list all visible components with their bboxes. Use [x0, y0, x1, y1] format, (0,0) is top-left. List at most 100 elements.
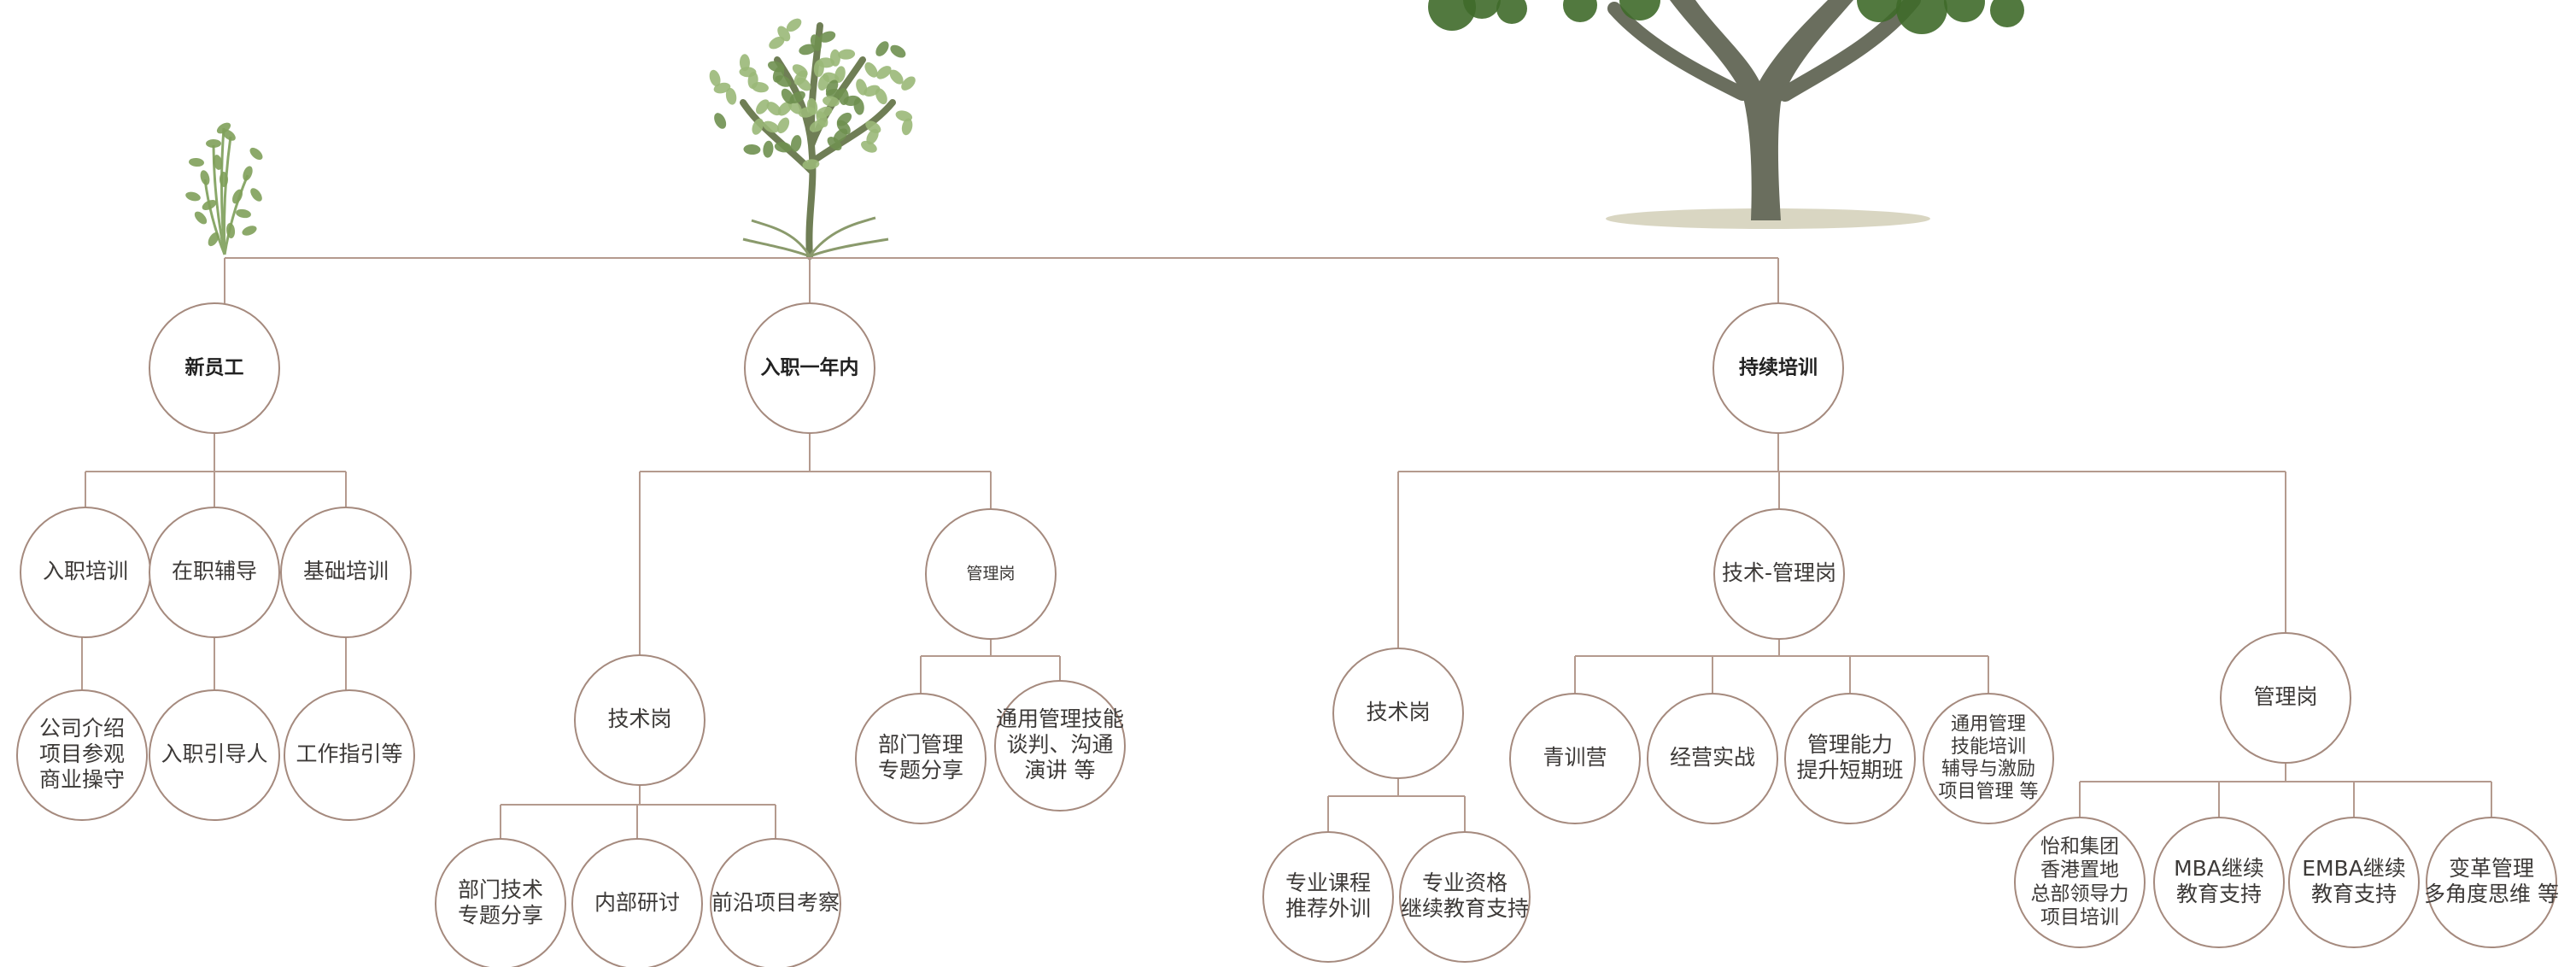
node-onboarding-mentor-label: 入职引导人 [161, 741, 267, 766]
node-dept-mgmt-share-label: 专题分享 [878, 758, 963, 782]
young-tree-icon [709, 18, 916, 260]
node-youth-camp: 青训营 [1509, 693, 1641, 824]
node-youth-camp-label: 青训营 [1543, 745, 1607, 770]
node-pro-course-label: 推荐外训 [1285, 896, 1371, 921]
node-general-mgmt-circle [1923, 693, 2054, 824]
node-general-mgmt-label: 技能培训 [1951, 736, 2026, 758]
node-frontier-project: 前沿项目考察 [710, 838, 841, 967]
node-dept-mgmt-share-label: 部门管理 [878, 732, 963, 757]
node-emba-support-label: 教育支持 [2311, 882, 2397, 906]
node-dept-tech-share-label: 部门技术 [458, 877, 543, 902]
node-group-leadership-circle [2014, 817, 2146, 948]
node-year1-mgmt-label: 管理岗 [966, 565, 1015, 583]
node-company-intro-label: 公司介绍 [39, 716, 125, 741]
node-emba-support-label: EMBA继续 [2302, 856, 2406, 881]
node-pro-cert-label: 继续教育支持 [1401, 896, 1529, 921]
node-change-mgmt-label: 变革管理 [2449, 856, 2534, 881]
node-pro-cert-circle [1399, 831, 1531, 963]
node-mgmt-ability-label: 管理能力 [1807, 732, 1893, 757]
node-induction-training: 入职培训 [20, 507, 151, 638]
node-youth-camp-circle [1509, 693, 1641, 824]
node-general-mgmt-skills-label: 通用管理技能 [996, 706, 1124, 731]
node-work-guide: 工作指引等 [284, 689, 415, 821]
node-on-job-coaching-label: 在职辅导 [172, 559, 257, 583]
node-group-leadership-label: 怡和集团 [2040, 835, 2119, 858]
stage-new-employee: 新员工 [149, 302, 280, 434]
stage-new-employee-circle [149, 302, 280, 434]
node-company-intro-circle [16, 689, 148, 821]
node-cont-tech-circle [1332, 648, 1464, 779]
node-group-leadership-label: 项目培训 [2040, 906, 2119, 929]
node-change-mgmt-circle [2426, 817, 2557, 948]
node-cont-tech: 技术岗 [1332, 648, 1464, 779]
node-internal-seminar-circle [571, 838, 703, 967]
node-general-mgmt-skills-label: 谈判、沟通 [1006, 732, 1113, 757]
node-mba-support-label: MBA继续 [2174, 856, 2264, 881]
node-on-job-coaching-circle [149, 507, 280, 638]
node-general-mgmt-label: 辅导与激励 [1941, 759, 2035, 780]
stage-within-one-year-circle [744, 302, 875, 434]
node-change-mgmt-label: 多角度思维 等 [2424, 882, 2559, 906]
stage-continuous-training: 持续培训 [1712, 302, 1844, 434]
node-group-leadership-label: 香港置地 [2040, 859, 2119, 882]
node-cont-mgmt: 管理岗 [2220, 632, 2351, 764]
node-general-mgmt-skills-circle [994, 680, 1126, 812]
node-company-intro-label: 商业操守 [39, 767, 125, 792]
node-dept-tech-share-circle [435, 838, 566, 967]
stage-new-employee-label: 新员工 [185, 356, 244, 379]
node-mgmt-ability-label: 提升短期班 [1796, 758, 1903, 782]
node-cont-tech-mgmt-circle [1713, 508, 1845, 640]
node-mba-support-circle [2153, 817, 2285, 948]
node-basic-training-label: 基础培训 [303, 559, 389, 583]
node-year1-tech-label: 技术岗 [607, 706, 671, 731]
node-mba-support-label: 教育支持 [2176, 882, 2262, 906]
node-cont-tech-mgmt-label: 技术-管理岗 [1722, 560, 1836, 585]
node-work-guide-circle [284, 689, 415, 821]
node-internal-seminar-label: 内部研讨 [594, 890, 680, 915]
node-frontier-project-label: 前沿项目考察 [711, 890, 840, 915]
node-cont-tech-mgmt: 技术-管理岗 [1713, 508, 1845, 640]
stage-continuous-training-circle [1712, 302, 1844, 434]
node-company-intro-label: 项目参观 [39, 741, 125, 766]
node-year1-tech: 技术岗 [574, 654, 705, 786]
node-pro-cert-label: 专业资格 [1422, 870, 1508, 895]
node-general-mgmt-label: 项目管理 等 [1939, 782, 2039, 803]
node-year1-mgmt-circle [925, 508, 1057, 640]
node-basic-training-circle [280, 507, 412, 638]
node-induction-training-label: 入职培训 [43, 559, 128, 583]
stage-continuous-training-label: 持续培训 [1739, 356, 1818, 379]
node-on-job-coaching: 在职辅导 [149, 507, 280, 638]
sprout-icon [185, 122, 263, 255]
node-dept-mgmt-share-circle [855, 693, 986, 824]
node-business-practice: 经营实战 [1647, 693, 1778, 824]
node-pro-course-circle [1262, 831, 1394, 963]
node-cont-mgmt-label: 管理岗 [2253, 684, 2317, 709]
mature-tree-icon [1428, 0, 2024, 229]
node-general-mgmt-skills-label: 演讲 等 [1025, 758, 1096, 782]
node-group-leadership-label: 总部领导力 [2031, 882, 2129, 905]
node-onboarding-mentor: 入职引导人 [149, 689, 280, 821]
node-year1-mgmt: 管理岗 [925, 508, 1057, 640]
node-general-mgmt-label: 通用管理 [1951, 713, 2026, 735]
stage-within-one-year-label: 入职一年内 [761, 356, 859, 379]
node-onboarding-mentor-circle [149, 689, 280, 821]
node-business-practice-label: 经营实战 [1670, 745, 1755, 770]
node-cont-tech-label: 技术岗 [1366, 700, 1430, 724]
node-mgmt-ability-circle [1784, 693, 1916, 824]
node-year1-tech-circle [574, 654, 705, 786]
node-basic-training: 基础培训 [280, 507, 412, 638]
node-dept-tech-share-label: 专题分享 [458, 903, 543, 928]
node-internal-seminar: 内部研讨 [571, 838, 703, 967]
